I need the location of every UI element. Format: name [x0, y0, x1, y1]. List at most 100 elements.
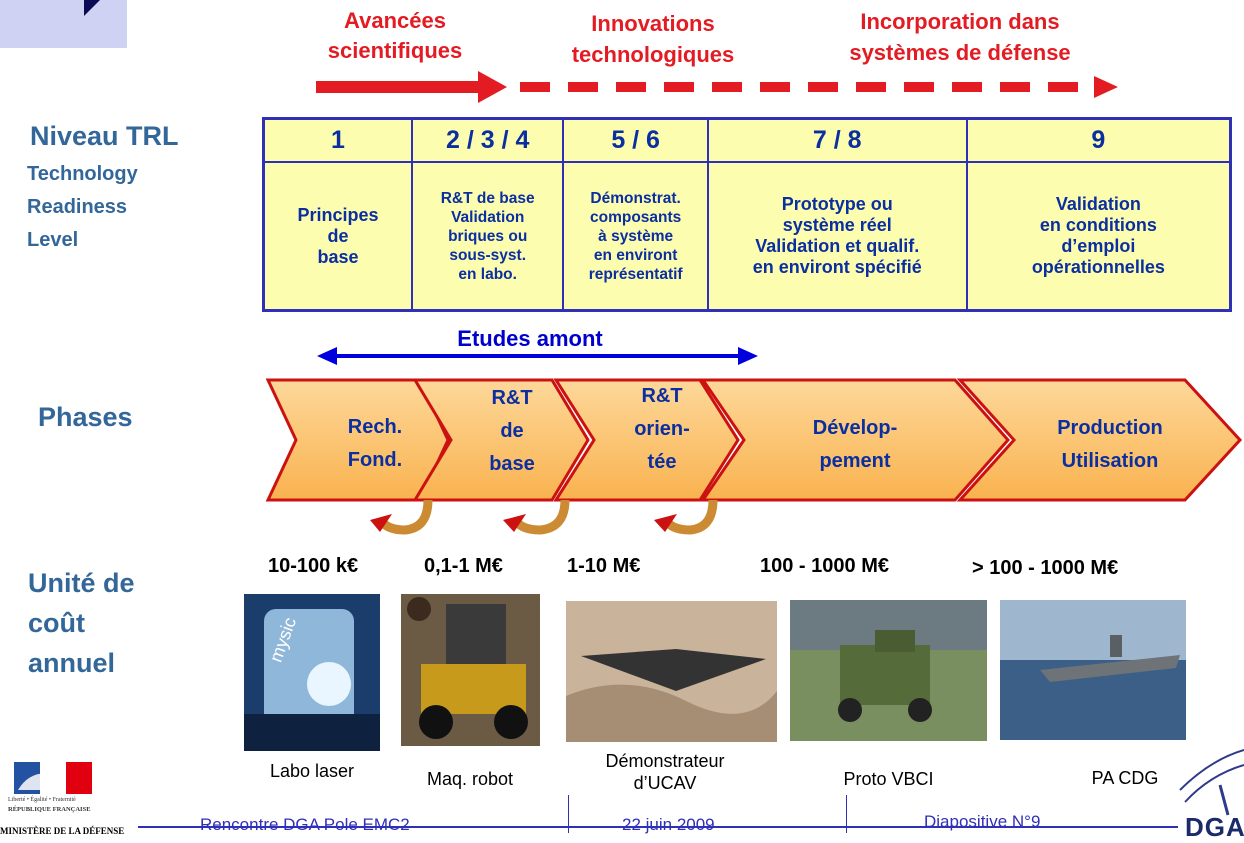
cost-1: 10-100 k€ [268, 555, 359, 577]
trl-title: Niveau TRL [30, 121, 179, 151]
phase-2-line: de [500, 420, 524, 442]
trl-desc-1-line: base [317, 246, 359, 267]
trl-subtitle-line3: Level [27, 229, 79, 251]
footer-divider-1 [568, 795, 569, 833]
incorporation-line2: systèmes de défense [849, 40, 1071, 65]
trl-desc-2-line: briques ou [448, 227, 528, 245]
trl-desc-5-line: d’emploi [1061, 236, 1136, 256]
phase-2: R&T de base [462, 382, 562, 481]
cost-3: 1-10 M€ [567, 555, 641, 577]
trl-desc-1-line: Principes [297, 204, 379, 225]
trl-desc-2-line: R&T de base [440, 189, 535, 207]
trl-level-5-6: 5 / 6 [562, 117, 709, 163]
avancees-line2: scientifiques [327, 38, 463, 63]
trl-desc-5-line: en conditions [1039, 215, 1157, 235]
phase-1-line: Rech. [347, 416, 403, 438]
chevron-2 [412, 378, 590, 502]
phase-3-line: tée [647, 451, 677, 473]
phase-5-line: Production [1057, 417, 1163, 439]
caption-ucav: Démonstrateur d’UCAV [555, 750, 775, 794]
phase-3: R&T orien- tée [612, 380, 712, 479]
trl-level-9: 9 [965, 117, 1232, 163]
cost-5: > 100 - 1000 M€ [972, 557, 1119, 579]
trl-desc-3-line: Démonstrat. [590, 189, 681, 207]
trl-desc-4-line: Prototype ou [781, 194, 893, 214]
caption-ucav-line2: d’UCAV [633, 773, 697, 793]
cost-2: 0,1-1 M€ [424, 555, 503, 577]
trl-desc-2-4: R&T de base Validation briques ou sous-s… [410, 161, 565, 312]
caption-pa-cdg: PA CDG [1091, 768, 1159, 788]
cost-label-line2: coût [28, 608, 85, 638]
caption-labo-laser: Labo laser [269, 761, 355, 781]
cost-label-line3: annuel [28, 648, 116, 678]
footer-rule [138, 826, 1178, 828]
phase-2-line: base [489, 453, 535, 475]
trl-desc-4-line: en environt spécifié [752, 257, 922, 277]
trl-desc-4-line: système réel [782, 215, 892, 235]
trl-desc-5-6: Démonstrat. composants à système en envi… [562, 161, 709, 312]
trl-desc-2-line: en labo. [458, 265, 517, 283]
cost-label-line1: Unité de [28, 568, 135, 598]
caption-vbci: Proto VBCI [843, 769, 934, 789]
trl-desc-2-line: Validation [451, 208, 525, 226]
dga-text: DGA [1185, 812, 1244, 842]
trl-desc-3-line: à système [598, 227, 674, 245]
trl-level-2-4: 2 / 3 / 4 [410, 117, 565, 163]
trl-desc-3-line: composants [589, 208, 682, 226]
innovations-line1: Innovations [591, 11, 715, 36]
caption-maq-robot: Maq. robot [426, 769, 514, 789]
corner-decoration [0, 0, 127, 48]
trl-desc-1: Principes de base [262, 161, 413, 312]
solid-red-arrow-shaft [316, 81, 484, 93]
photo-pa-cdg [1000, 600, 1186, 740]
photo-maq-robot [401, 594, 540, 746]
photo-ucav [566, 601, 777, 742]
solid-red-arrow-head [478, 71, 507, 103]
cost-label: Unité de coût annuel [28, 563, 135, 683]
trl-desc-1-line: de [327, 225, 349, 246]
dga-logo [1179, 749, 1244, 816]
trl-subtitle-line2: Readiness [27, 196, 128, 218]
cost-4: 100 - 1000 M€ [760, 555, 889, 577]
trl-subtitle-line1: Technology [27, 163, 138, 185]
etudes-amont-label: Etudes amont [457, 326, 603, 351]
trl-desc-4-line: Validation et qualif. [755, 236, 920, 256]
phase-5-line: Utilisation [1061, 450, 1159, 472]
trl-desc-2-line: sous-syst. [449, 246, 527, 264]
trl-desc-3-line: représentatif [588, 265, 683, 283]
chevron-5 [956, 378, 1243, 502]
phase-1: Rech. Fond. [325, 411, 425, 477]
innovations-line2: technologiques [571, 42, 735, 67]
loop-arrow-1 [375, 499, 433, 535]
trl-desc-9: Validation en conditions d’emploi opérat… [965, 161, 1232, 312]
loop-arrow-2 [509, 499, 570, 535]
phase-chevrons [265, 378, 1243, 535]
label-avancees: Avancées scientifiques [300, 6, 490, 66]
label-innovations: Innovations technologiques [528, 8, 778, 70]
republique-motto: Liberté • Égalité • Fraternité [8, 797, 76, 803]
phase-4-line: Dévelop- [812, 417, 898, 439]
avancees-line1: Avancées [344, 8, 446, 33]
trl-subtitle: Technology Readiness Level [27, 158, 138, 257]
dashed-red-arrow-head [1094, 76, 1118, 98]
caption-ucav-line1: Démonstrateur [605, 751, 725, 771]
trl-level-7-8: 7 / 8 [706, 117, 968, 163]
label-incorporation: Incorporation dans systèmes de défense [790, 6, 1130, 68]
phase-5: Production Utilisation [1025, 412, 1195, 478]
republique-label: RÉPUBLIQUE FRANÇAISE [8, 806, 91, 813]
phase-3-line: R&T [641, 385, 683, 407]
chevron-4 [700, 378, 1011, 502]
progress-arrows [316, 71, 1118, 103]
trl-desc-7-8: Prototype ou système réel Validation et … [706, 161, 968, 312]
phases-label: Phases [38, 402, 133, 432]
footer-divider-2 [846, 795, 847, 833]
etudes-amont-arrow [317, 347, 758, 365]
footer-date: 22 juin 2009 [622, 815, 715, 834]
footer-slide: Diapositive N°9 [924, 812, 1041, 831]
corner-triangle [84, 0, 100, 16]
trl-desc-5-line: opérationnelles [1031, 257, 1165, 277]
footer-event: Rencontre DGA Pole EMC2 [200, 815, 410, 834]
photo-labo-laser: mysic [244, 594, 380, 751]
loop-arrow-3 [660, 499, 718, 535]
phase-1-line: Fond. [347, 449, 403, 471]
